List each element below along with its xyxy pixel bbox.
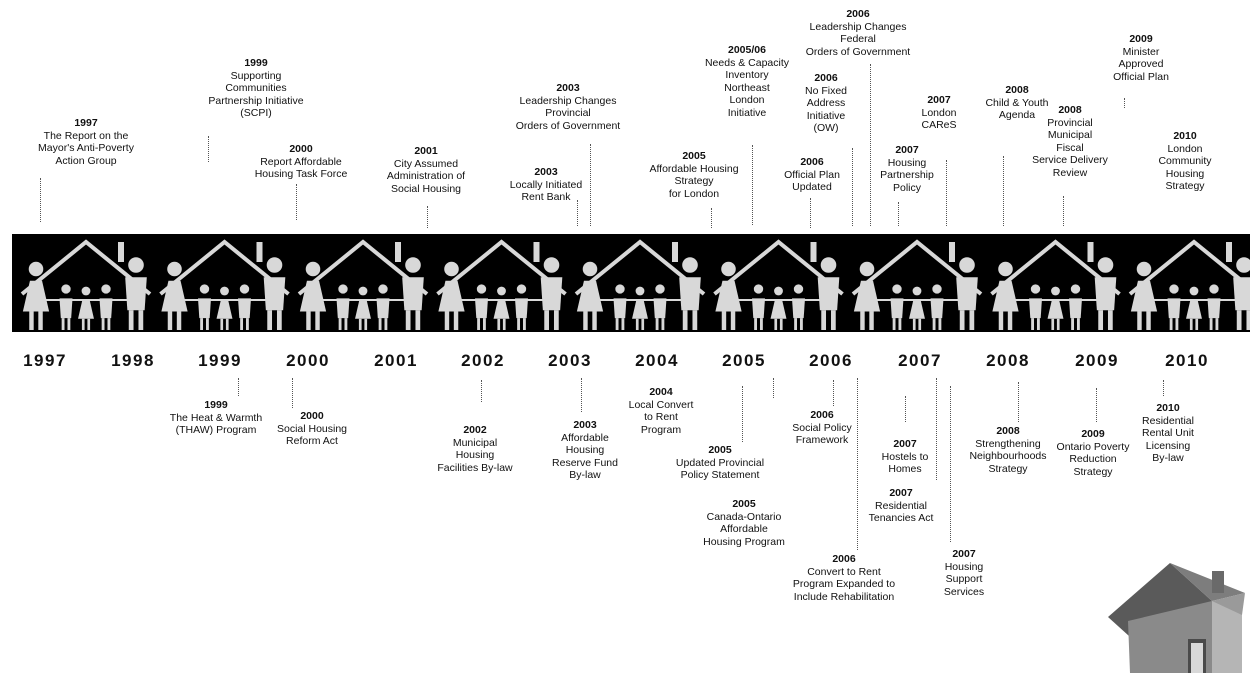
- leader-line: [590, 144, 591, 226]
- axis-year: 2007: [898, 351, 942, 370]
- axis-year: 2004: [635, 351, 679, 370]
- leader-line: [1063, 196, 1064, 226]
- family-house-icon: [990, 239, 1121, 330]
- leader-line: [950, 386, 951, 542]
- leader-line: [870, 64, 871, 226]
- leader-line: [292, 378, 293, 408]
- leader-line: [905, 396, 906, 422]
- leader-line: [833, 380, 834, 406]
- leader-line: [773, 378, 774, 398]
- axis-year: 2010: [1165, 351, 1209, 370]
- leader-line: [752, 145, 753, 225]
- leader-line: [810, 198, 811, 228]
- leader-line: [898, 202, 899, 226]
- leader-line: [711, 208, 712, 228]
- family-house-icon: [851, 239, 983, 330]
- axis-year: 2006: [809, 351, 853, 370]
- leader-line: [427, 206, 428, 228]
- family-house-icon: [713, 239, 844, 330]
- leader-line: [946, 160, 947, 226]
- axis-year: 2002: [461, 351, 505, 370]
- axis-year: 2003: [548, 351, 592, 370]
- axis-year: 2009: [1075, 351, 1119, 370]
- axis-year: 1998: [111, 351, 155, 370]
- family-house-icon: [436, 239, 567, 330]
- leader-line: [1124, 98, 1125, 108]
- house-icon: [1108, 563, 1245, 673]
- axis-year: 1997: [23, 351, 67, 370]
- leader-line: [1003, 156, 1004, 226]
- leader-line: [481, 380, 482, 402]
- leader-line: [577, 200, 578, 226]
- family-house-icon: [574, 239, 706, 330]
- family-house-icon: [297, 239, 429, 330]
- family-house-icon: [20, 239, 152, 330]
- leader-line: [742, 386, 743, 442]
- leader-line: [238, 378, 239, 396]
- leader-line: [581, 378, 582, 412]
- family-house-icon: [159, 239, 290, 330]
- axis-year: 2008: [986, 351, 1030, 370]
- leader-line: [208, 136, 209, 162]
- leader-line: [296, 184, 297, 220]
- family-house-icon: [1128, 239, 1250, 330]
- axis-year: 2001: [374, 351, 418, 370]
- leader-line: [936, 378, 937, 480]
- leader-line: [857, 378, 858, 550]
- leader-line: [40, 178, 41, 222]
- leader-line: [852, 148, 853, 226]
- leader-line: [1018, 382, 1019, 422]
- leader-line: [1163, 380, 1164, 396]
- leader-line: [1096, 388, 1097, 422]
- axis-year: 1999: [198, 351, 242, 370]
- family-houses-strip: [20, 239, 1250, 330]
- axis-year: 2000: [286, 351, 330, 370]
- axis-year: 2005: [722, 351, 766, 370]
